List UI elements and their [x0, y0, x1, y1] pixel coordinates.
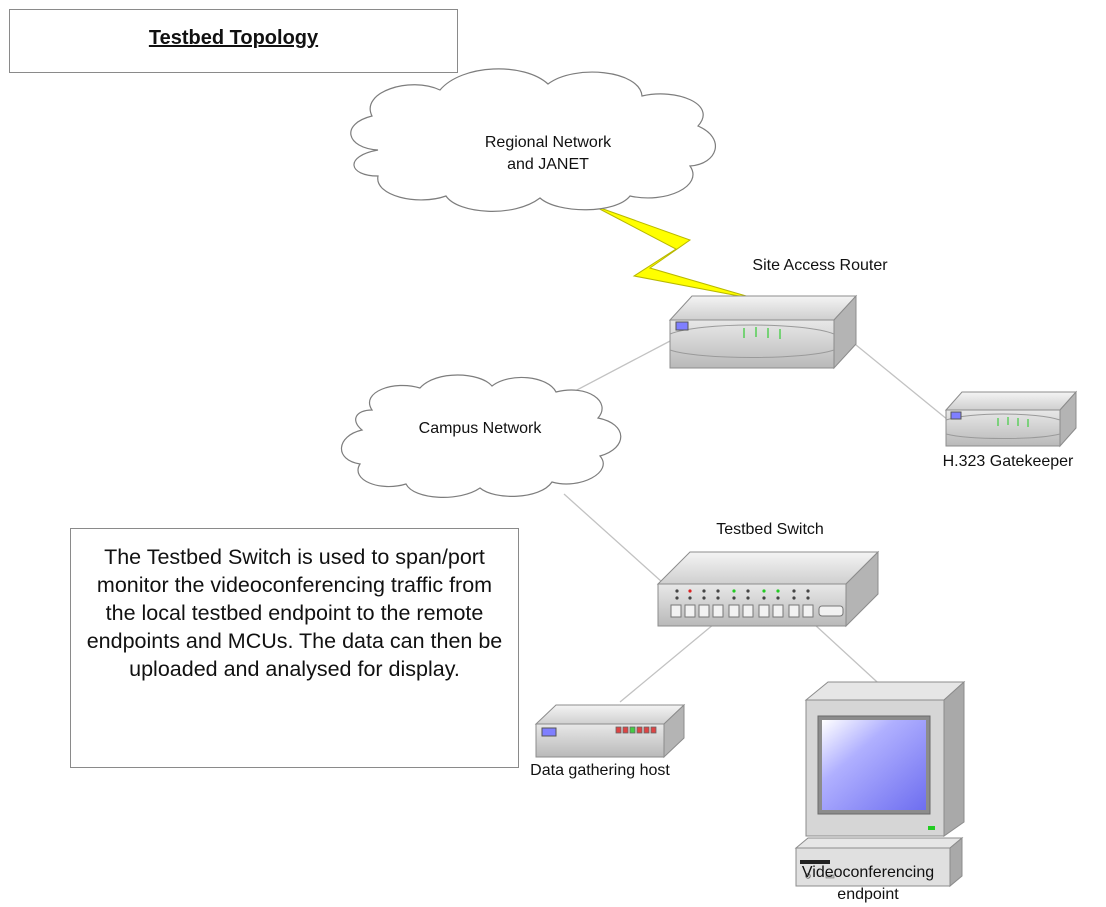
diagram-title: Testbed Topology [148, 26, 319, 49]
link-switch-datahost [619, 623, 715, 703]
note-text: The Testbed Switch is used to span/port … [86, 545, 503, 681]
regional-network-label-line2: and JANET [507, 156, 589, 173]
regional-network-label-line1: Regional Network [484, 134, 612, 151]
videoconferencing-endpoint-label: Videoconferencing endpoint [768, 862, 968, 906]
campus-network-label: Campus Network [418, 420, 542, 437]
links [534, 335, 949, 703]
link-switch-endpoint [813, 623, 889, 693]
title-box: Testbed Topology [9, 9, 458, 73]
h323-gatekeeper-icon [944, 390, 1078, 448]
data-gathering-host-label: Data gathering host [530, 762, 670, 779]
note-box: The Testbed Switch is used to span/port … [70, 528, 519, 768]
videoconferencing-endpoint-icon [794, 680, 966, 888]
site-access-router-icon [668, 294, 858, 370]
videoconferencing-endpoint-label-line1: Videoconferencing [801, 864, 935, 881]
site-access-router-label: Site Access Router [752, 257, 888, 274]
regional-network-label: Regional Network and JANET [438, 132, 658, 176]
campus-network-cloud-icon [340, 374, 622, 498]
wan-lightning-icon [591, 204, 761, 301]
link-router-gatekeeper [844, 335, 949, 421]
regional-network-cloud-icon [350, 68, 716, 212]
h323-gatekeeper-label: H.323 Gatekeeper [942, 453, 1074, 470]
testbed-switch-icon [656, 550, 880, 628]
videoconferencing-endpoint-label-line2: endpoint [837, 886, 899, 903]
data-gathering-host-icon [534, 703, 686, 759]
testbed-switch-label: Testbed Switch [716, 521, 824, 538]
link-campus-switch [563, 493, 663, 583]
